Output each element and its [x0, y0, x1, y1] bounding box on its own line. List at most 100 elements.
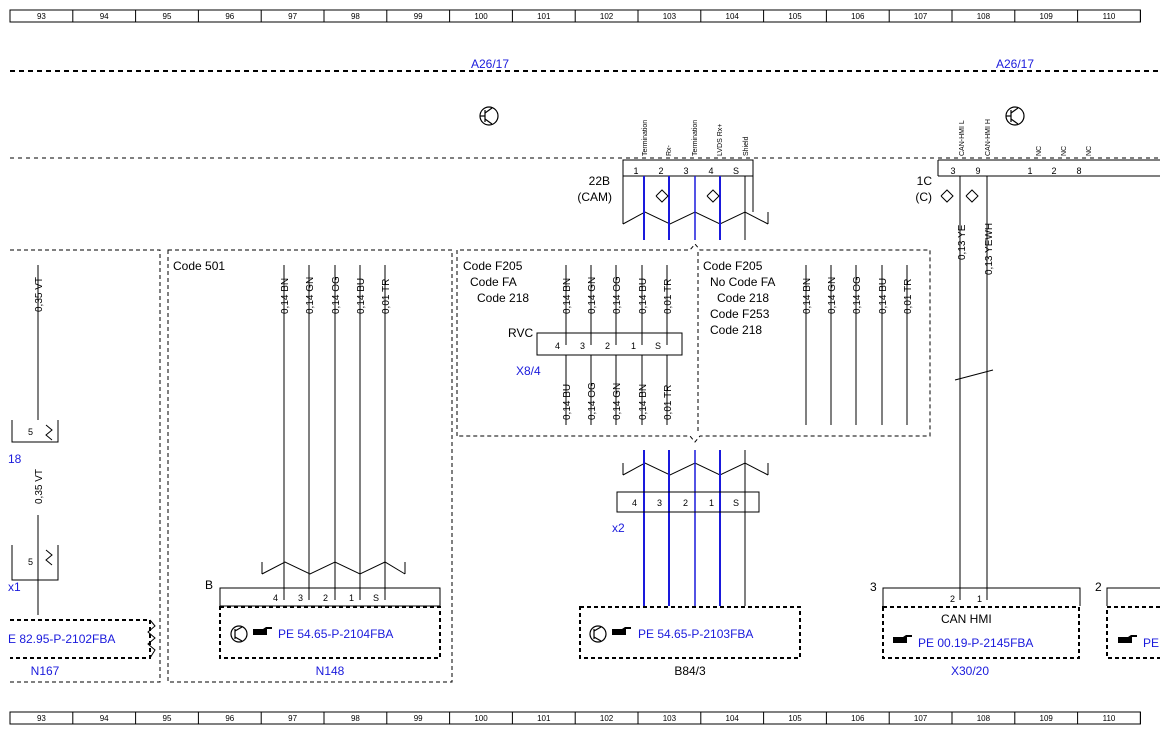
pin-number: 2 — [658, 166, 663, 176]
pin-name: Termination — [642, 120, 649, 156]
connector-22b: 22B (CAM) — [577, 159, 754, 212]
connector-n148 — [219, 587, 441, 607]
pin-number: 1 — [977, 594, 982, 604]
pin-number: 2 — [950, 594, 955, 604]
connector-x30 — [882, 587, 1160, 606]
rvc-label: RVC — [508, 326, 533, 340]
ruler-column-number: 107 — [914, 714, 928, 723]
pin-number: 2 — [323, 593, 328, 603]
wires-nofa — [805, 265, 908, 425]
wires-camera — [643, 176, 746, 606]
ruler-column-number: 105 — [788, 714, 802, 723]
ruler-column-number: 95 — [163, 714, 172, 723]
no-code-fa: No Code FA — [710, 275, 775, 289]
component-n167[interactable]: N167 — [31, 664, 60, 678]
a26-label-right: A26/17 — [996, 57, 1034, 71]
ruler-column-number: 99 — [414, 12, 423, 21]
wire-label: 0,01 TR — [663, 279, 674, 314]
pin-number: 3 — [298, 593, 303, 603]
wire-label: 0,35 VT — [34, 469, 45, 504]
pin-name: NC — [1086, 146, 1093, 156]
component-n148[interactable]: N148 — [316, 664, 345, 678]
ruler-column-number: 96 — [225, 12, 234, 21]
pin-number: S — [655, 341, 661, 351]
pin-numbers-x2: 4 3 2 1 S — [632, 498, 739, 508]
wire-labels-nofa: 0,14 BN 0,14 GN 0,14 OG 0,14 BU 0,01 TR — [802, 276, 914, 314]
ruler-column-number: 110 — [1103, 714, 1116, 723]
pin-number: 8 — [1076, 166, 1081, 176]
wire-label: 0,14 GN — [305, 277, 316, 314]
ref-18: 18 — [8, 452, 22, 466]
pin-name: Termination — [692, 120, 699, 156]
connector-1c-sub: (C) — [915, 190, 932, 204]
a26-label-left: A26/17 — [471, 57, 509, 71]
pin-number: 3 — [657, 498, 662, 508]
pin-number: 9 — [975, 166, 980, 176]
code-218-a: Code 218 — [477, 291, 529, 305]
pin-name: NC — [1036, 146, 1043, 156]
wire-labels-f205-bottom: 0,14 BU 0,14 OG 0,14 GN 0,14 BN 0,01 TR — [562, 382, 674, 420]
wire-label: 0,14 GN — [827, 277, 838, 314]
code-fa-a: Code FA — [470, 275, 517, 289]
transistor-icon — [479, 106, 499, 126]
pin-number: 5 — [28, 427, 33, 437]
component-b84: B84/3 — [674, 664, 706, 678]
shield-n148 — [261, 561, 406, 575]
pin-number: 3 — [683, 166, 688, 176]
pin-box — [11, 420, 59, 581]
pointing-hand-icon[interactable] — [612, 627, 631, 635]
ruler-column-number: 98 — [351, 12, 360, 21]
ruler-column-number: 103 — [663, 714, 677, 723]
pin-number: 1 — [633, 166, 638, 176]
ruler-column-number: 104 — [726, 714, 740, 723]
pin-name: Shield — [743, 136, 750, 156]
pin-numbers-x84: 4 3 2 1 S — [555, 341, 661, 351]
pin-name: NC — [1061, 146, 1068, 156]
ref-link-b84[interactable]: PE 54.65-P-2103FBA — [638, 627, 753, 641]
ruler-column-number: 97 — [288, 12, 297, 21]
pin-name: LVDS Rx+ — [717, 124, 724, 156]
connector-1c: 1C (C) CAN-HMI L 3 CAN-HMI H 9 NC 1 NC 2… — [915, 119, 1160, 204]
ref-link-x30[interactable]: PE 00.19-P-2145FBA — [918, 636, 1033, 650]
pointing-hand-icon[interactable] — [253, 627, 272, 635]
wire-label: 0,01 TR — [903, 279, 914, 314]
wire-label: 0,14 GN — [587, 277, 598, 314]
wires-n148 — [283, 265, 386, 600]
pin-number: 1 — [631, 341, 636, 351]
pin-22b-2: Rx- 2 — [658, 144, 673, 176]
ref-link-n148[interactable]: PE 54.65-P-2104FBA — [278, 627, 393, 641]
wire-label: 0,14 OG — [852, 276, 863, 314]
connector-x2 — [616, 491, 760, 513]
ruler-column-number: 106 — [851, 714, 865, 723]
transistor-icon — [589, 625, 607, 643]
pin-number: S — [733, 498, 739, 508]
ref-link-n167[interactable]: E 82.95-P-2102FBA — [8, 632, 115, 646]
pin-number: 4 — [708, 166, 713, 176]
wire-label: 0,14 OG — [612, 276, 623, 314]
pin-number: 2 — [683, 498, 688, 508]
connector-1c-label: 1C — [917, 174, 933, 188]
ruler-column-number: 107 — [914, 12, 928, 21]
ruler-column-number: 110 — [1103, 12, 1116, 21]
ruler-column-number: 93 — [37, 12, 46, 21]
ruler-column-number: 108 — [977, 714, 991, 723]
component-boxes — [10, 606, 1160, 659]
dashed-frames — [10, 243, 931, 683]
wire-label: 0,14 BN — [562, 278, 573, 314]
wire-label: 0,14 OG — [331, 276, 342, 314]
component-x30[interactable]: X30/20 — [951, 664, 989, 678]
label-b: B — [205, 578, 213, 592]
wire-label: 0,01 TR — [381, 279, 392, 314]
ref-link-right[interactable]: PE — [1143, 636, 1159, 650]
pointing-hand-icon[interactable] — [1118, 635, 1137, 643]
ruler-column-number: 94 — [100, 12, 109, 21]
ref-x1: x1 — [8, 580, 21, 594]
ruler-column-number: 105 — [788, 12, 802, 21]
wire-label: 0,14 BU — [878, 278, 889, 314]
pointing-hand-icon[interactable] — [893, 635, 912, 643]
wire-label: 0,14 BU — [356, 278, 367, 314]
code-f205-b: Code F205 — [703, 259, 763, 273]
pin-numbers-n148: 4 3 2 1 S — [273, 593, 379, 603]
wire-label: 0,35 VT — [34, 277, 45, 312]
